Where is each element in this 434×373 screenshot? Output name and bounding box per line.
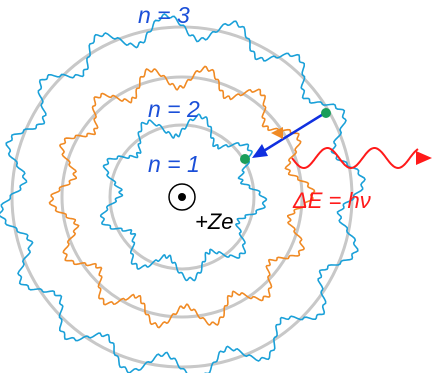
electron-n1 bbox=[240, 154, 250, 164]
transition-arrowhead bbox=[252, 144, 268, 158]
nucleus-dot bbox=[178, 193, 186, 201]
transition-arrow bbox=[261, 111, 326, 154]
label-n1: n = 1 bbox=[148, 151, 200, 177]
photon-energy-label: ΔE = hν bbox=[292, 188, 371, 213]
photon-wave bbox=[291, 147, 419, 170]
nucleus-charge-label: +Ze bbox=[195, 209, 234, 234]
small-orange-arrowhead bbox=[271, 127, 283, 139]
label-n3: n = 3 bbox=[138, 2, 190, 28]
standing-wave-n2 bbox=[48, 65, 316, 329]
photon-arrowhead bbox=[416, 151, 432, 165]
orbit-circle-n1 bbox=[108, 123, 256, 271]
standing-wave-n3 bbox=[0, 13, 366, 373]
standing-wave-n1 bbox=[99, 113, 268, 282]
orbit-circle-n3 bbox=[10, 25, 354, 369]
label-n2: n = 2 bbox=[148, 96, 200, 122]
electron-n3 bbox=[321, 108, 331, 118]
orbit-circle-n2 bbox=[60, 75, 304, 319]
